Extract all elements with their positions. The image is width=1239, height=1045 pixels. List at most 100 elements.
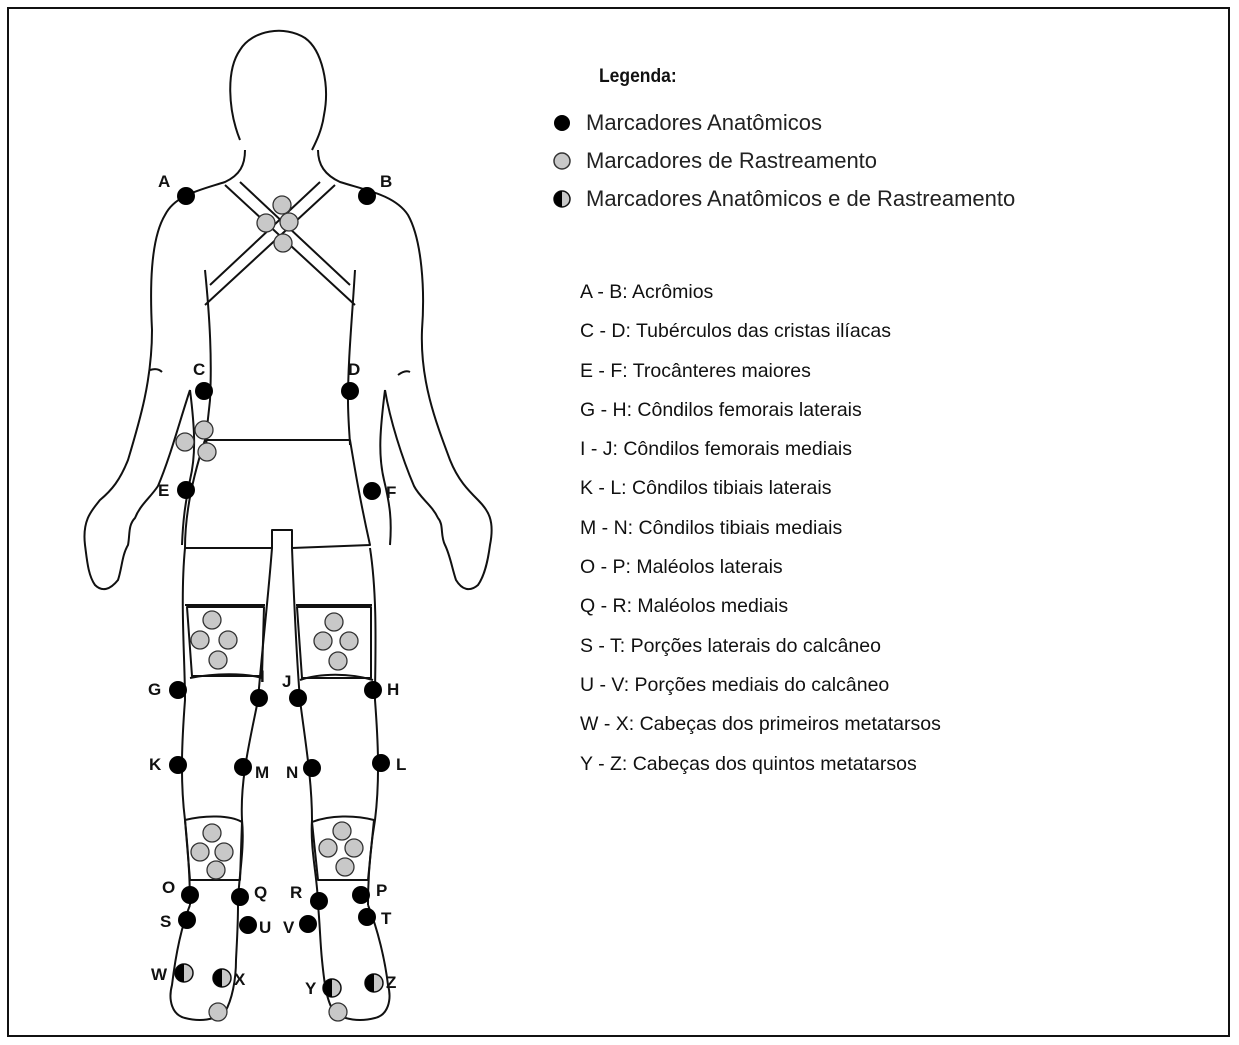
left-inner-arm xyxy=(182,390,194,545)
label-U: U xyxy=(259,918,271,937)
marker-P xyxy=(352,886,370,904)
tracking-marker xyxy=(319,839,337,857)
marker-W xyxy=(175,964,193,982)
label-X: X xyxy=(234,970,246,989)
label-I: I xyxy=(260,667,265,686)
tracking-marker xyxy=(191,843,209,861)
tracking-marker xyxy=(340,632,358,650)
label-M: M xyxy=(255,763,269,782)
definition-item: G - H: Côndilos femorais laterais xyxy=(580,396,941,435)
marker-X xyxy=(213,969,231,987)
tracking-marker xyxy=(209,651,227,669)
tracking-marker xyxy=(345,839,363,857)
left-elbow-mark xyxy=(150,369,162,372)
marker-D xyxy=(341,382,359,400)
body-outline xyxy=(84,31,491,1020)
label-W: W xyxy=(151,965,168,984)
label-A: A xyxy=(158,172,170,191)
tracking-marker xyxy=(215,843,233,861)
tracking-marker xyxy=(176,433,194,451)
marker-F xyxy=(363,482,381,500)
label-G: G xyxy=(148,680,161,699)
tracking-marker xyxy=(257,214,275,232)
legend-label: Marcadores de Rastreamento xyxy=(586,148,877,174)
tracking-marker xyxy=(325,613,343,631)
tracking-marker xyxy=(329,1003,347,1021)
label-P: P xyxy=(376,881,387,900)
label-J: J xyxy=(282,672,291,691)
legend-label: Marcadores Anatômicos e de Rastreamento xyxy=(586,186,1015,212)
tracking-marker xyxy=(207,861,225,879)
label-L: L xyxy=(396,755,406,774)
tracking-marker xyxy=(191,631,209,649)
tracking-marker xyxy=(203,824,221,842)
marker-E xyxy=(177,481,195,499)
legend-item-both: Marcadores Anatômicos e de Rastreamento xyxy=(550,186,1015,212)
tracking-marker xyxy=(274,234,292,252)
marker-Z xyxy=(365,974,383,992)
legend-title: Legenda: xyxy=(599,66,677,88)
definition-item: Y - Z: Cabeças dos quintos metatarsos xyxy=(580,750,941,789)
tracking-marker xyxy=(336,858,354,876)
tracking-marker xyxy=(209,1003,227,1021)
marker-definitions: A - B: Acrômios C - D: Tubérculos das cr… xyxy=(580,278,941,789)
tracking-marker xyxy=(280,213,298,231)
definition-item: A - B: Acrômios xyxy=(580,278,941,317)
marker-U xyxy=(239,916,257,934)
definition-item: W - X: Cabeças dos primeiros metatarsos xyxy=(580,710,941,749)
marker-Y xyxy=(323,979,341,997)
left-arm-outline xyxy=(84,150,245,589)
definition-item: S - T: Porções laterais do calcâneo xyxy=(580,632,941,671)
definition-item: E - F: Trocânteres maiores xyxy=(580,357,941,396)
marker-L xyxy=(372,754,390,772)
definition-item: U - V: Porções mediais do calcâneo xyxy=(580,671,941,710)
marker-V xyxy=(299,915,317,933)
tracking-marker xyxy=(203,611,221,629)
tracking-marker xyxy=(329,652,347,670)
label-H: H xyxy=(387,680,399,699)
label-R: R xyxy=(290,883,302,902)
label-Q: Q xyxy=(254,883,267,902)
marker-M xyxy=(234,758,252,776)
label-Z: Z xyxy=(386,973,396,992)
torso-right xyxy=(348,270,355,445)
right-arm-outline xyxy=(318,150,492,589)
marker-G xyxy=(169,681,187,699)
marker-S xyxy=(178,911,196,929)
marker-O xyxy=(181,886,199,904)
legend-item-tracking: Marcadores de Rastreamento xyxy=(550,148,877,174)
tracking-marker xyxy=(198,443,216,461)
marker-N xyxy=(303,759,321,777)
left-leg-inner xyxy=(238,548,272,905)
label-O: O xyxy=(162,878,175,897)
label-B: B xyxy=(380,172,392,191)
marker-I xyxy=(250,689,268,707)
harness-right-strap xyxy=(205,182,335,305)
gray-marker-icon xyxy=(550,149,574,173)
torso-left xyxy=(205,270,211,445)
marker-H xyxy=(364,681,382,699)
marker-R xyxy=(310,892,328,910)
tracking-markers xyxy=(176,196,363,1021)
definition-item: C - D: Tubérculos das cristas ilíacas xyxy=(580,317,941,356)
label-F: F xyxy=(386,483,396,502)
label-Y: Y xyxy=(305,979,317,998)
label-C: C xyxy=(193,360,205,379)
tracking-marker xyxy=(273,196,291,214)
definition-item: I - J: Côndilos femorais mediais xyxy=(580,435,941,474)
definition-item: Q - R: Maléolos mediais xyxy=(580,592,941,631)
marker-Q xyxy=(231,888,249,906)
marker-A xyxy=(177,187,195,205)
label-E: E xyxy=(158,481,169,500)
right-foot xyxy=(318,905,389,1020)
definition-item: M - N: Côndilos tibiais mediais xyxy=(580,514,941,553)
filled-marker-icon xyxy=(550,111,574,135)
marker-K xyxy=(169,756,187,774)
definition-item: K - L: Côndilos tibiais laterais xyxy=(580,474,941,513)
half-marker-icon xyxy=(550,187,574,211)
left-leg-outer xyxy=(182,548,190,905)
label-D: D xyxy=(348,360,360,379)
half-markers xyxy=(175,964,383,997)
tracking-marker xyxy=(219,631,237,649)
right-leg-outer xyxy=(368,548,378,905)
